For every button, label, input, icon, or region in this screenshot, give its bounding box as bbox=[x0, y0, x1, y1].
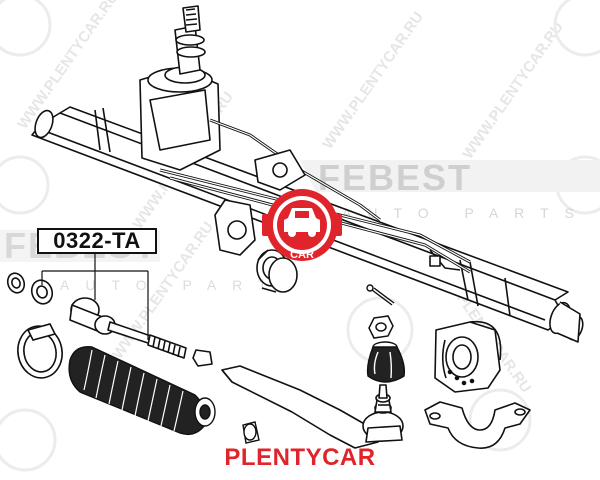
watermark-brand: FEBEST bbox=[318, 157, 472, 198]
plentycar-badge: CAR bbox=[262, 189, 342, 261]
small-clamp bbox=[242, 421, 260, 444]
outer-tie-rod-end bbox=[221, 365, 404, 449]
watermark-diagonal-text: WWW.PLENTYCAR.RU bbox=[14, 0, 122, 132]
stabilizer-bushing bbox=[434, 320, 502, 393]
castle-nut bbox=[368, 315, 394, 339]
inner-tie-rod bbox=[6, 272, 213, 367]
watermark-diagonal-text: WWW.PLENTYCAR.RU bbox=[319, 9, 427, 153]
part-number-box: 0322-TA bbox=[37, 228, 157, 254]
part-number-label: 0322-TA bbox=[53, 228, 141, 253]
ball-joint-boot bbox=[366, 341, 406, 383]
boot-clamp bbox=[17, 323, 63, 379]
cotter-pin bbox=[366, 284, 395, 306]
watermark-tagline: AUTO PARTS bbox=[60, 277, 308, 293]
rack-boot bbox=[68, 346, 216, 436]
watermark-tagline: AUTO PARTS bbox=[342, 205, 590, 221]
stabilizer-bracket bbox=[424, 401, 531, 449]
leader-lines bbox=[41, 254, 149, 340]
badge-text: CAR bbox=[290, 249, 314, 261]
watermark-diagonal-text: WWW.PLENTYCAR.RU bbox=[459, 19, 567, 163]
footer-brand: PLENTYCAR bbox=[224, 444, 376, 471]
car-icon bbox=[284, 208, 320, 237]
